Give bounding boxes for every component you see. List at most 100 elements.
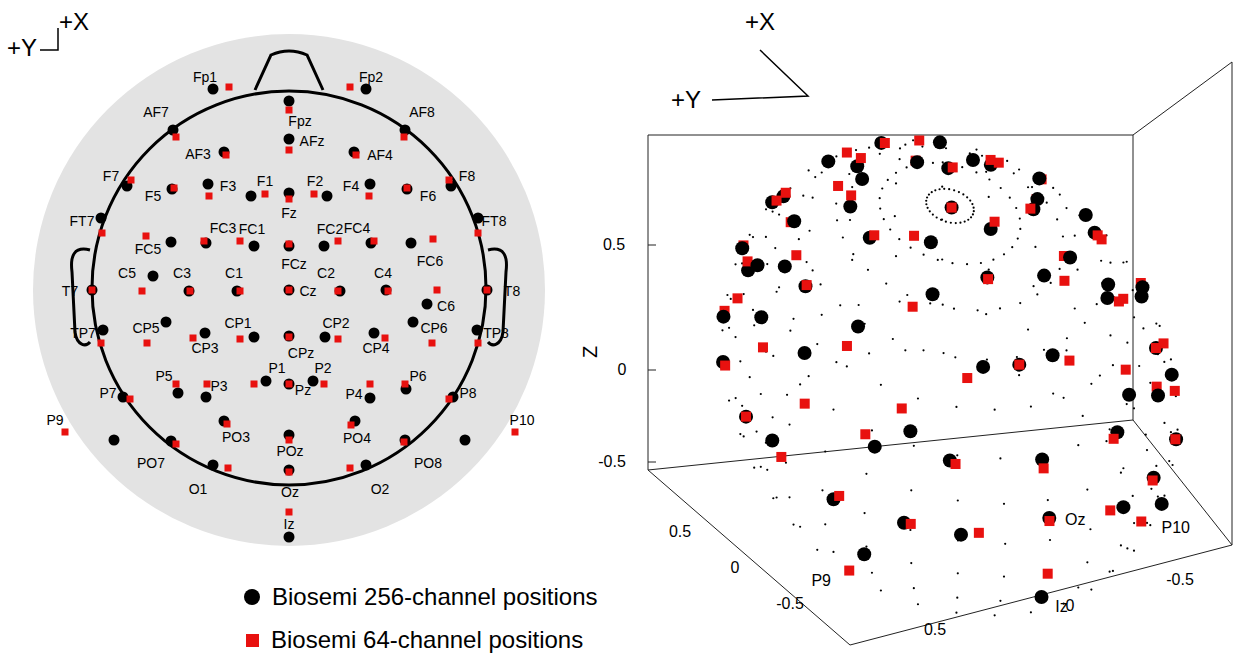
electrode-label: FC1 [239,222,265,236]
sphere-grid-dot [1077,586,1079,588]
sphere-grid-dot [943,188,945,190]
sphere-grid-dot [1077,444,1079,446]
sphere-grid-dot [892,338,894,340]
electrode-square [251,381,258,388]
electrode-square [128,177,135,184]
electrode-dot [365,393,376,404]
sphere-grid-dot [858,304,860,306]
sphere-grid-dot [941,258,943,260]
sphere-grid-dot [975,171,977,173]
electrode-square [446,177,453,184]
electrode-dot-3d [976,360,990,374]
electrode-square-3d [781,188,791,198]
electrode-dot-3d [751,258,765,272]
electrode-square [404,185,411,192]
sphere-grid-dot [1003,253,1005,255]
electrode-square [286,287,293,294]
electrode-dot [98,325,109,336]
sphere-grid-dot [940,219,942,221]
electrode-label: C5 [118,266,136,280]
electrode-square [62,429,69,436]
sphere-grid-dot [849,219,851,221]
sphere-grid-dot [1170,358,1172,360]
electrode-square [353,152,360,159]
electrode-dot-3d [910,155,924,169]
electrode-label: Fpz [288,114,311,128]
plot-box [648,370,656,371]
electrode-dot [482,285,493,296]
sphere-grid-dot [986,358,988,360]
sphere-grid-dot [929,302,931,304]
electrode-square [99,230,106,237]
electrode-square-3d [909,231,919,241]
electrode-square-3d [720,361,730,371]
electrode-square-3d [833,181,843,191]
electrode-dot-3d [1101,277,1115,291]
electrode-dot-3d [1169,432,1183,446]
electrode-square-3d [1121,365,1131,375]
electrode-square-3d [860,429,870,439]
sphere-grid-dot [912,139,914,141]
electrode-label: C3 [173,266,191,280]
electrode-square-3d [1148,475,1158,485]
sphere-grid-dot [1089,528,1091,530]
electrode-square [286,381,293,388]
sphere-grid-dot [1133,550,1135,552]
sphere-grid-dot [799,383,801,385]
sphere-grid-dot [1019,217,1021,219]
electrode-square-3d [914,135,924,145]
sphere-grid-dot [739,360,741,362]
electrode-label: CP4 [362,341,389,355]
sphere-grid-dot [917,397,919,399]
electrode-square [286,509,293,516]
electrode-dot-3d [1147,471,1161,485]
electrode-square-3d [908,302,918,312]
sphere-grid-dot [1133,316,1135,318]
sphere-grid-dot [867,269,869,271]
electrode-label: F3 [220,179,236,193]
sphere-grid-dot [913,445,915,447]
electrode-label: TP7 [70,326,96,340]
sphere-grid-dot [1059,268,1061,270]
sphere-grid-dot [798,238,800,240]
sphere-grid-dot [1155,465,1157,467]
plot-box [648,245,656,246]
electrode-dot-3d [1155,497,1169,511]
sphere-grid-dot [868,352,870,354]
electrode-dot [246,191,257,202]
sphere-grid-dot [904,349,906,351]
electrode-label: CP3 [191,341,218,355]
sphere-grid-dot [1034,246,1036,248]
sphere-grid-dot [1084,322,1086,324]
electrode-square-3d [974,528,984,538]
electrode-square-3d [1105,505,1115,515]
sphere-grid-dot [851,259,853,261]
electrode-label: CP2 [322,316,349,330]
sphere-grid-dot [898,300,900,302]
electrode-square [223,152,230,159]
sphere-grid-dot [728,399,730,401]
sphere-grid-dot [1059,193,1061,195]
sphere-grid-dot [749,234,751,236]
electrode-square [262,191,269,198]
sphere-grid-dot [786,394,788,396]
sphere-grid-dot [816,549,818,551]
sphere-grid-dot [913,587,915,589]
sphere-grid-dot [808,230,810,232]
sphere-grid-dot [799,526,801,528]
electrode-dot-3d [966,153,980,167]
sphere-grid-dot [1105,440,1107,442]
electrode-dot [200,328,211,339]
sphere-grid-dot [812,197,814,199]
axis-label: +Y [7,36,37,60]
sphere-grid-dot [752,309,754,311]
sphere-grid-dot [1176,429,1178,431]
sphere-grid-dot [1052,187,1054,189]
sphere-grid-dot [957,499,959,501]
sphere-grid-dot [871,572,873,574]
sphere-grid-dot [879,207,881,209]
sphere-grid-dot [1126,547,1128,549]
sphere-grid-dot [1133,522,1135,524]
electrode-label-3d: Iz [1055,599,1067,615]
